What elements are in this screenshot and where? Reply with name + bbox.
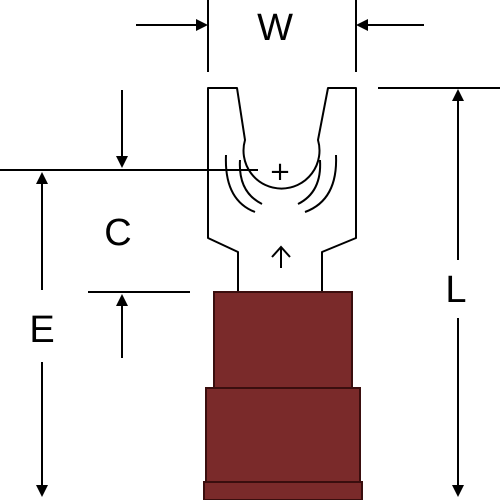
dimension-label-e: E — [29, 309, 54, 351]
dimension-label-l: L — [445, 269, 466, 311]
center-mark: + — [269, 157, 291, 187]
dimension-l — [378, 87, 500, 497]
insulation-lower-section — [205, 387, 361, 483]
stud-hole-inner-left-arc — [238, 159, 263, 205]
spade-tongue-outline — [207, 87, 357, 293]
crimp-arrow-icon — [271, 245, 291, 268]
dimension-label-w: W — [257, 7, 293, 49]
dimension-label-c: C — [104, 212, 131, 254]
stud-hole-icon — [224, 154, 338, 213]
stud-hole-outer-right-arc — [304, 154, 338, 213]
dimension-w — [136, 0, 424, 72]
dimension-c — [0, 90, 258, 358]
stud-hole-inner-right-arc — [297, 159, 322, 205]
insulation-collar — [203, 481, 363, 500]
insulation-upper-section — [213, 291, 353, 389]
stud-hole-outer-left-arc — [224, 154, 256, 213]
insulation-sleeve — [203, 291, 363, 500]
